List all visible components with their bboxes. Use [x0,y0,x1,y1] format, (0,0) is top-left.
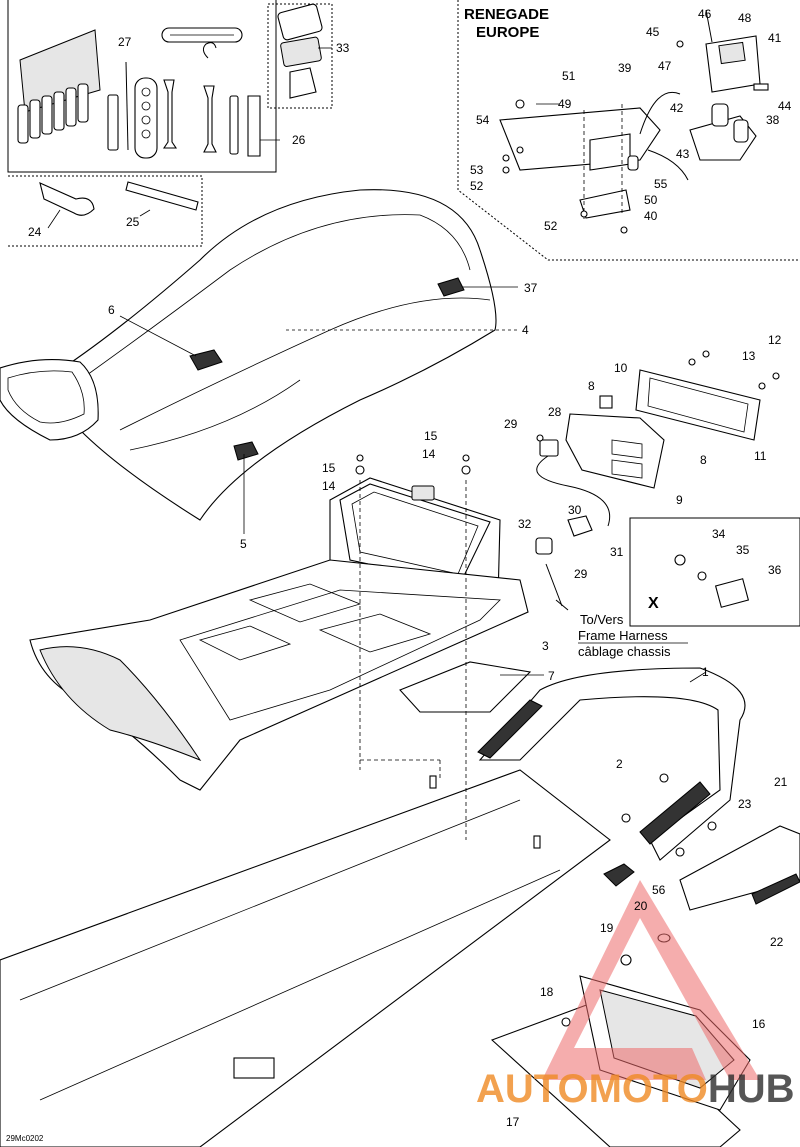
callout-23: 23 [738,797,752,811]
callout-40: 40 [644,209,658,223]
tool-kit-box [7,0,333,173]
callout-14b: 14 [422,447,436,461]
callout-29b: 29 [574,567,588,581]
callout-42: 42 [670,101,684,115]
flap-plate [399,661,532,713]
callout-20: 20 [634,899,648,913]
callout-24: 24 [28,225,42,239]
renegade-europe-box [457,0,800,261]
callout-32: 32 [518,517,532,531]
callout-51: 51 [562,69,576,83]
tail-light [599,369,761,441]
callout-21: 21 [774,775,788,789]
harness-note-line3: câblage chassis [578,644,671,659]
callout-10: 10 [614,361,628,375]
callout-52a: 52 [470,179,484,193]
callout-15b: 15 [424,429,438,443]
callout-47: 47 [658,59,672,73]
watermark-text: AUTOMOTOHUB [476,1067,795,1111]
pin-tool [125,181,199,211]
callout-30: 30 [568,503,582,517]
watermark [542,880,760,1080]
callout-41: 41 [768,31,782,45]
seat [0,189,497,521]
callout-36: 36 [768,563,782,577]
callout-19: 19 [600,921,614,935]
callout-8b: 8 [700,453,707,467]
callout-43: 43 [676,147,690,161]
callout-29a: 29 [504,417,518,431]
callout-48: 48 [738,11,752,25]
callout-54: 54 [476,113,490,127]
callout-26: 26 [292,133,306,147]
callout-3: 3 [542,639,549,653]
callout-31: 31 [610,545,624,559]
callout-27: 27 [118,35,132,49]
wrench-box [8,175,203,247]
small-parts-bag [161,3,333,109]
callout-16: 16 [752,1017,766,1031]
callout-28: 28 [548,405,562,419]
tool-pouch-rolls [17,83,89,144]
callout-5: 5 [240,537,247,551]
connector [539,439,559,457]
callout-6: 6 [108,303,115,317]
callout-11: 11 [754,449,767,463]
light-housing [565,413,665,489]
callout-12: 12 [768,333,782,347]
callout-7: 7 [548,669,555,683]
callout-35: 35 [736,543,750,557]
tunnel [0,769,611,1147]
model-title: RENEGADE [464,6,549,23]
callout-13: 13 [742,349,756,363]
tool-set [107,61,261,159]
callout-1: 1 [702,665,709,679]
callout-18: 18 [540,985,554,999]
detail-marker: X [648,595,659,612]
callout-2: 2 [616,757,623,771]
callout-14a: 14 [322,479,336,493]
callout-50: 50 [644,193,658,207]
callout-37: 37 [524,281,538,295]
callout-56: 56 [652,883,666,897]
latch-6 [189,349,223,371]
latch-5 [233,441,259,461]
harness-note-line2: Frame Harness [578,628,668,643]
grab-handle [477,667,746,861]
diagram-code: 29Mc0202 [6,1134,44,1143]
callout-52b: 52 [544,219,558,233]
region-title: EUROPE [476,24,539,41]
callout-25: 25 [126,215,140,229]
callout-39: 39 [618,61,632,75]
detail-x-box [629,517,800,627]
rear-frame [0,559,611,1147]
callout-22: 22 [770,935,784,949]
harness-note-line1: To/Vers [580,612,624,627]
callout-34: 34 [712,527,726,541]
latch-37 [437,277,465,297]
callout-33: 33 [336,41,350,55]
callout-4: 4 [522,323,529,337]
callout-46: 46 [698,7,712,21]
callout-45: 45 [646,25,660,39]
spanner-wrench [39,182,95,216]
callout-15a: 15 [322,461,336,475]
callout-49: 49 [558,97,572,111]
hardware [355,350,780,1027]
callout-9: 9 [676,493,683,507]
callout-55: 55 [654,177,668,191]
callout-8a: 8 [588,379,595,393]
callout-38: 38 [766,113,780,127]
callout-17: 17 [506,1115,520,1129]
callout-44: 44 [778,99,792,113]
callout-53: 53 [470,163,484,177]
callouts: 1 2 3 4 5 6 7 8 8 9 10 11 12 13 14 14 15… [28,7,792,1129]
